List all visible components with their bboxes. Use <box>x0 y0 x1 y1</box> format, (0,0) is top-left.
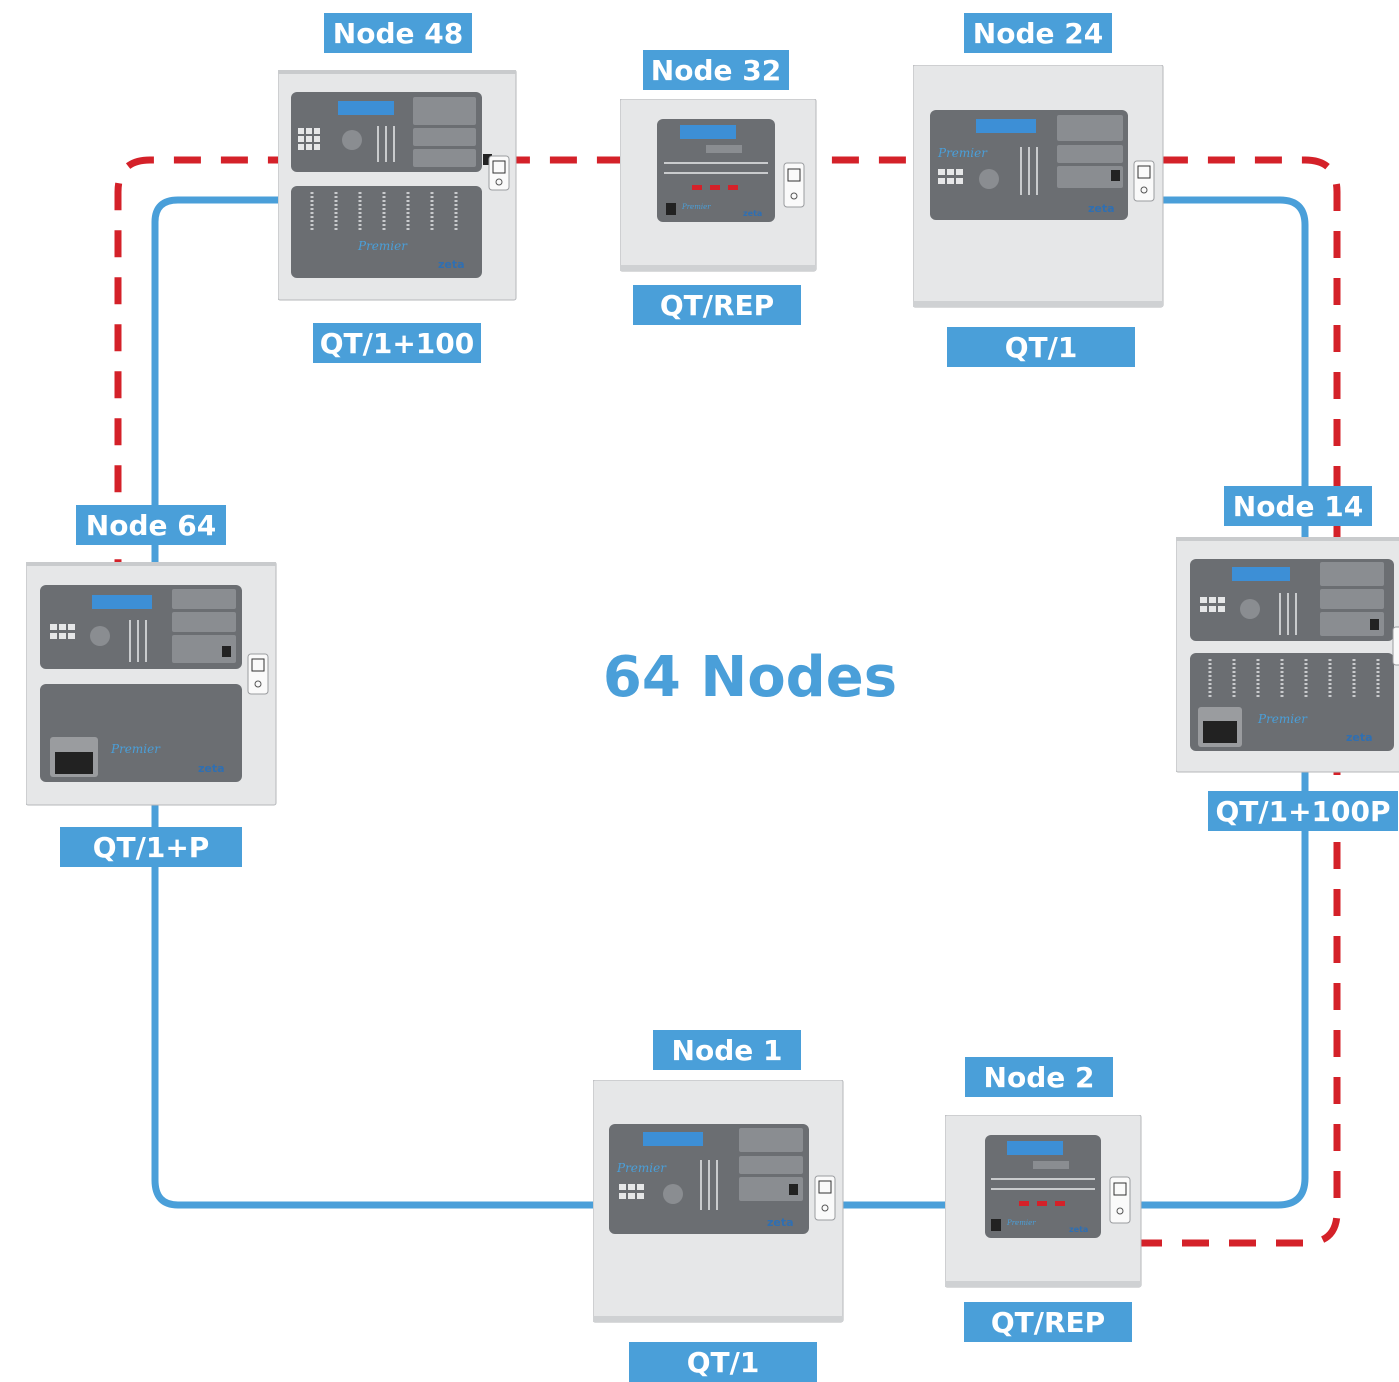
node-label-2: Node 2 <box>965 1057 1113 1097</box>
svg-text:zeta: zeta <box>1346 731 1373 744</box>
panel-node-1: Premier zeta <box>593 1080 844 1323</box>
svg-text:zeta: zeta <box>438 258 465 271</box>
red-dashed-loop-cable <box>114 156 1341 1247</box>
model-label-24: QT/1 <box>947 327 1135 367</box>
svg-text:Premier: Premier <box>616 1161 667 1175</box>
svg-text:Premier: Premier <box>1257 712 1308 726</box>
model-label-14: QT/1+100P <box>1208 791 1398 831</box>
svg-text:Premier: Premier <box>357 239 408 253</box>
svg-text:zeta: zeta <box>743 209 762 218</box>
node-label-32: Node 32 <box>643 50 789 90</box>
model-label-32: QT/REP <box>633 285 801 325</box>
model-label-1: QT/1 <box>629 1342 817 1382</box>
node-label-1: Node 1 <box>653 1030 801 1070</box>
panel-node-2: Premier zeta <box>945 1115 1142 1288</box>
panel-node-64: Premier zeta <box>26 562 277 806</box>
model-label-48: QT/1+100 <box>313 323 481 363</box>
model-label-64: QT/1+P <box>60 827 242 867</box>
svg-text:Premier: Premier <box>1006 1219 1036 1227</box>
svg-text:Premier: Premier <box>110 742 161 756</box>
diagram-title: 64 Nodes <box>602 645 898 710</box>
panel-node-32: Premier zeta <box>620 99 817 272</box>
svg-text:Premier: Premier <box>937 146 988 160</box>
svg-text:zeta: zeta <box>1088 202 1115 215</box>
panel-node-14: Premier zeta <box>1176 537 1399 773</box>
svg-text:Premier: Premier <box>681 203 711 211</box>
svg-text:zeta: zeta <box>1069 1225 1088 1234</box>
svg-text:zeta: zeta <box>198 762 225 775</box>
node-label-24: Node 24 <box>964 13 1112 53</box>
panel-node-48: Premier zeta <box>278 70 517 301</box>
node-label-64: Node 64 <box>76 505 226 545</box>
node-label-14: Node 14 <box>1224 486 1372 526</box>
model-label-2: QT/REP <box>964 1302 1132 1342</box>
panel-node-24: Premier zeta <box>913 65 1164 308</box>
node-label-48: Node 48 <box>324 13 472 53</box>
svg-text:zeta: zeta <box>767 1216 794 1229</box>
